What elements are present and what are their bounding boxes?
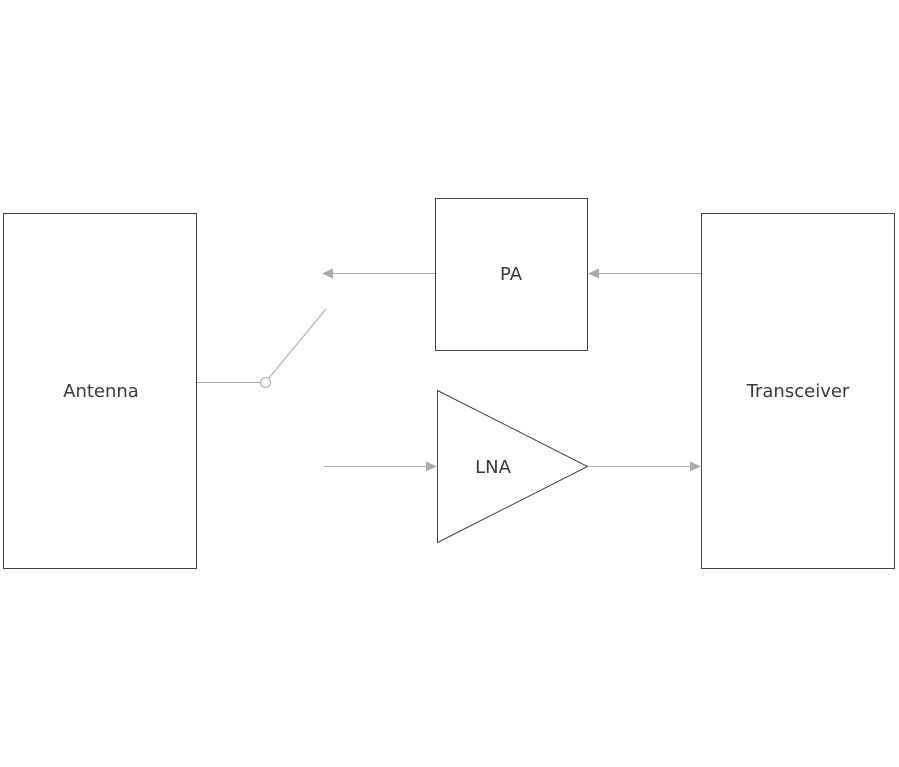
- transceiver-input-arrow: [690, 461, 701, 472]
- lna-label: LNA: [475, 457, 511, 478]
- pa-input-arrow: [588, 268, 599, 279]
- lna-input-arrow: [426, 461, 437, 472]
- pa-block: PA: [435, 198, 588, 351]
- rx-path: [324, 461, 701, 472]
- antenna-label: Antenna: [63, 381, 139, 402]
- switch-pivot: [260, 377, 271, 388]
- antenna-block: Antenna: [3, 213, 197, 569]
- switch-arm: [268, 308, 327, 379]
- switch-tx-arrow: [322, 268, 333, 279]
- transceiver-label: Transceiver: [746, 381, 850, 402]
- lna-block: LNA: [437, 389, 589, 544]
- antenna-switch: [197, 308, 327, 388]
- transceiver-block: Transceiver: [701, 213, 895, 569]
- pa-label: PA: [500, 264, 523, 285]
- tx-path: [322, 268, 701, 279]
